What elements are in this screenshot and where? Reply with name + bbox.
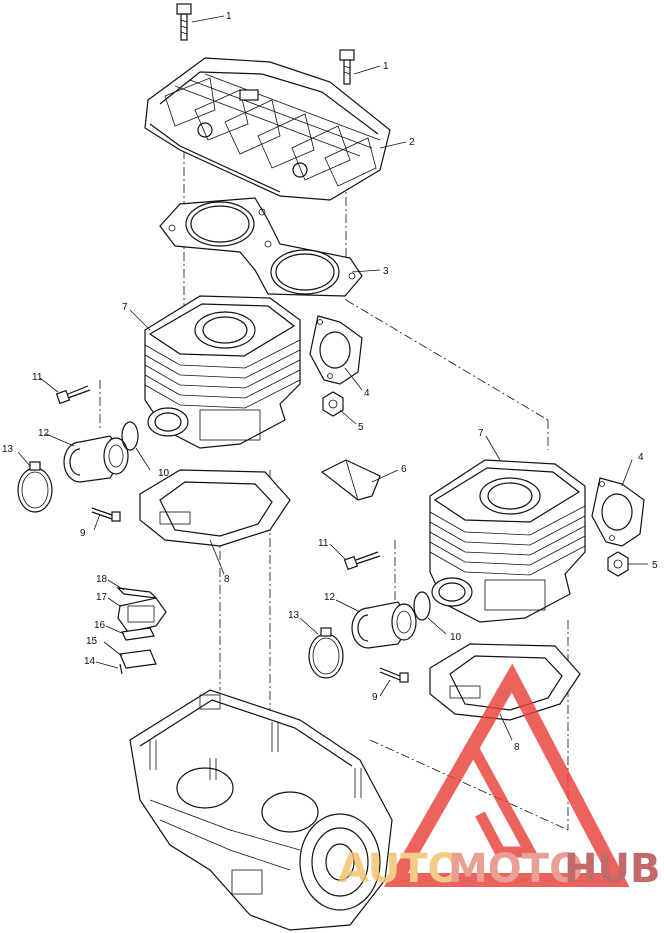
callout-2: 2 bbox=[409, 137, 415, 148]
head-bolt-left bbox=[176, 3, 192, 41]
o-ring-right bbox=[413, 591, 431, 621]
intake-boot-left bbox=[63, 435, 129, 483]
head-bolt-right bbox=[339, 49, 355, 85]
callout-16: 16 bbox=[94, 620, 106, 631]
head-gasket bbox=[159, 197, 363, 297]
callout-11-left: 11 bbox=[32, 372, 43, 383]
exhaust-gasket-left bbox=[309, 315, 363, 385]
callout-9-right: 9 bbox=[372, 692, 378, 703]
alignment-lines bbox=[99, 150, 569, 831]
bolt-11-left bbox=[55, 385, 91, 405]
bolt-9-right bbox=[379, 667, 409, 683]
watermark-triangle bbox=[383, 663, 630, 887]
crankcase bbox=[129, 689, 393, 931]
clamp-left bbox=[17, 461, 53, 513]
o-ring-left bbox=[121, 421, 139, 451]
callout-1-left: 1 bbox=[226, 11, 232, 22]
cylinder-head bbox=[144, 57, 391, 201]
nut-right bbox=[607, 551, 629, 577]
callout-1-right: 1 bbox=[383, 61, 389, 72]
callout-10-right: 10 bbox=[450, 632, 462, 643]
reed-valve-assembly bbox=[116, 587, 167, 675]
cylinder-right bbox=[429, 459, 586, 623]
callout-13-left: 13 bbox=[2, 444, 14, 455]
callout-8-left: 8 bbox=[224, 574, 230, 585]
callout-6: 6 bbox=[401, 464, 407, 475]
leader-lines bbox=[17, 15, 648, 741]
callout-5-right: 5 bbox=[652, 560, 658, 571]
cylinder-left bbox=[144, 295, 301, 449]
intake-boot-right bbox=[351, 601, 417, 649]
callout-4-left: 4 bbox=[364, 388, 370, 399]
watermark-inner-mark bbox=[465, 739, 540, 858]
callout-14: 14 bbox=[84, 656, 96, 667]
watermark-text-hub: HUB bbox=[564, 846, 660, 892]
bolt-9-left bbox=[91, 507, 121, 522]
watermark-logo: AUTO MOTO HUB bbox=[338, 663, 660, 892]
callout-7-right: 7 bbox=[478, 428, 484, 439]
callout-7-left: 7 bbox=[122, 302, 128, 313]
callout-12-right: 12 bbox=[324, 592, 336, 603]
callout-9-left: 9 bbox=[80, 528, 86, 539]
callout-15: 15 bbox=[86, 636, 98, 647]
callout-10-left: 10 bbox=[158, 468, 170, 479]
nut-left bbox=[322, 391, 344, 417]
callout-12-left: 12 bbox=[38, 428, 50, 439]
watermark-text-moto: MOTO bbox=[448, 846, 583, 892]
watermark-text-auto: AUTO bbox=[338, 846, 462, 892]
callout-8-right: 8 bbox=[514, 742, 520, 753]
bolt-11-right bbox=[343, 551, 381, 571]
callout-4-right: 4 bbox=[638, 452, 644, 463]
callout-17: 17 bbox=[96, 592, 108, 603]
block-6 bbox=[320, 459, 381, 501]
exhaust-gasket-right bbox=[591, 477, 645, 547]
callout-13-right: 13 bbox=[288, 610, 300, 621]
callout-labels: 1 1 2 3 7 4 11 5 12 13 10 6 9 8 7 4 5 11… bbox=[2, 11, 658, 753]
callout-11-right: 11 bbox=[318, 538, 329, 549]
callout-3: 3 bbox=[383, 266, 389, 277]
callout-18-top: 18 bbox=[96, 574, 108, 585]
base-gasket-left bbox=[139, 469, 291, 547]
callout-5-left: 5 bbox=[358, 422, 364, 433]
clamp-right bbox=[308, 627, 344, 679]
